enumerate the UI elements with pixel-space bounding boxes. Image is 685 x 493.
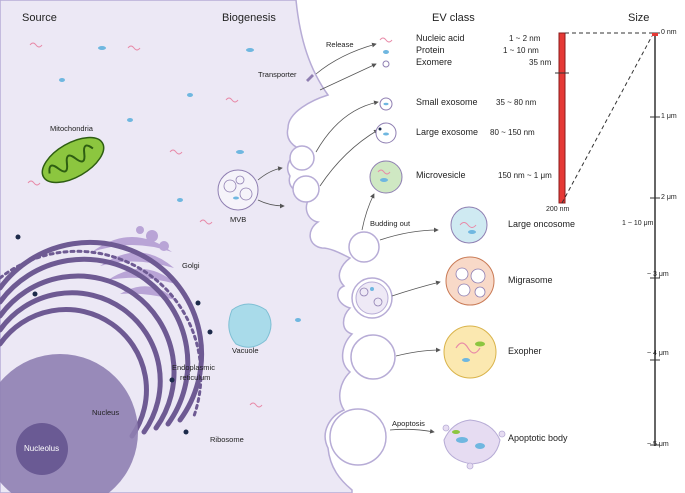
vacuole-shape <box>228 303 272 348</box>
membrane-bud <box>292 175 320 203</box>
ev-name-nucleic-acid: Nucleic acid <box>416 33 465 43</box>
endoplasmic-reticulum-shape <box>0 239 205 439</box>
header-biogenesis: Biogenesis <box>222 12 276 24</box>
ev-size-small-exosome: 35 ~ 80 nm <box>496 98 537 107</box>
nucleolus-shape <box>16 423 68 475</box>
ev-name-migrasome: Migrasome <box>508 275 553 285</box>
ev-size-nucleic-acid: 1 ~ 2 nm <box>509 34 541 43</box>
size-label-1-10um: 1 ~ 10 μm <box>622 220 654 227</box>
label-transporter: Transporter <box>258 70 297 79</box>
label-ribosome: Ribosome <box>210 435 244 444</box>
header-source: Source <box>22 12 57 24</box>
ev-size-protein: 1 ~ 10 nm <box>503 46 539 55</box>
label-reticulum: reticulum <box>180 373 211 382</box>
size-label-1um: 1 μm <box>661 113 677 120</box>
label-apoptosis: Apoptosis <box>392 419 425 428</box>
label-budding-out: Budding out <box>370 219 411 228</box>
ev-size-microvesicle: 150 nm ~ 1 μm <box>498 171 552 180</box>
inner-scale-bottom-label: 200 nm <box>546 206 570 213</box>
ev-name-small-exosome: Small exosome <box>416 97 478 107</box>
header-size: Size <box>628 12 650 24</box>
mvb-shape <box>217 169 259 211</box>
size-label-2um: 2 μm <box>661 194 677 201</box>
ev-name-protein: Protein <box>416 45 445 55</box>
ev-size-large-exosome: 80 ~ 150 nm <box>490 128 535 137</box>
ev-glyphs <box>369 37 506 470</box>
size-label-5um: ~ 5 μm <box>647 441 669 448</box>
membrane-bud <box>329 408 387 466</box>
size-label-3um: ~ 3 μm <box>647 271 669 278</box>
cytoplasm-molecules <box>27 42 301 408</box>
label-release: Release <box>326 40 354 49</box>
size-label-4um: ~ 4 μm <box>647 350 669 357</box>
label-nucleolus: Nucleolus <box>24 444 60 453</box>
membrane-bud <box>289 145 315 171</box>
transporter-icon <box>306 74 314 82</box>
label-golgi: Golgi <box>182 261 200 270</box>
membrane-bud <box>348 231 380 263</box>
ev-name-large-oncosome: Large oncosome <box>508 219 576 229</box>
label-endoplasmic: Endoplasmic <box>172 363 215 372</box>
ev-name-exomere: Exomere <box>416 57 453 67</box>
ev-name-large-exosome: Large exosome <box>416 127 479 137</box>
mitochondria-shape <box>41 136 105 184</box>
label-mvb: MVB <box>230 215 247 224</box>
ev-name-exopher: Exopher <box>508 346 542 356</box>
ev-name-microvesicle: Microvesicle <box>416 170 466 180</box>
label-mitochondria: Mitochondria <box>50 124 93 133</box>
label-nucleus: Nucleus <box>92 408 120 417</box>
ev-size-exomere: 35 nm <box>529 58 552 67</box>
ribosome-dots <box>15 234 213 435</box>
label-vacuole: Vacuole <box>232 346 259 355</box>
size-label-0nm: 0 nm <box>661 29 677 36</box>
inner-scale-bar <box>558 32 566 204</box>
header-ev-class: EV class <box>432 12 475 24</box>
ev-name-apoptotic-body: Apoptotic body <box>508 433 568 443</box>
membrane-bud <box>350 334 396 380</box>
